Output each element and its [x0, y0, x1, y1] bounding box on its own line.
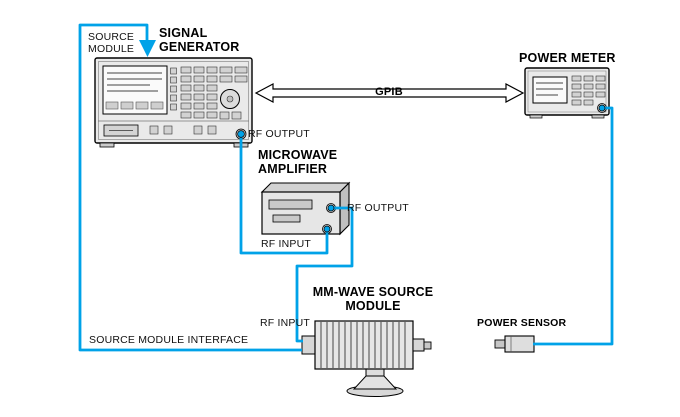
gpib-label: GPIB [375, 86, 403, 98]
siggen-rf-output-label: RF OUTPUT [248, 128, 310, 140]
power-meter-display [532, 76, 568, 104]
power-meter-connector [598, 104, 606, 112]
power-sensor-label: POWER SENSOR [477, 317, 567, 329]
amp-vent-slot-small [272, 214, 301, 223]
gpib-bus-arrow [254, 83, 525, 103]
cable-siggen-rf-to-amp [239, 135, 329, 255]
amp-vent-slot [268, 199, 313, 210]
source-module-label: SOURCE MODULE [88, 31, 135, 56]
signal-generator-label: SIGNAL GENERATOR [159, 26, 240, 55]
signal-generator [94, 57, 253, 148]
module-input-flange [301, 335, 316, 355]
power-meter-keys [571, 75, 606, 106]
cable-arrowhead [139, 40, 156, 57]
module-finned-body [314, 320, 414, 370]
mm-wave-source-module-label: MM-WAVE SOURCE MODULE [312, 285, 434, 314]
power-meter-label: POWER METER [519, 51, 616, 65]
amp-rf-output-label: RF OUTPUT [347, 202, 409, 214]
amp-rf-input-connector [323, 225, 331, 233]
source-module-interface-label: SOURCE MODULE INTERFACE [89, 334, 249, 346]
module-output-port [412, 338, 425, 352]
siggen-rf-output-connector [237, 130, 245, 138]
cable-sensor-to-meter [533, 106, 614, 346]
microwave-amplifier-label: MICROWAVE AMPLIFIER [258, 148, 338, 177]
amp-rf-input-label: RF INPUT [261, 238, 312, 250]
cable-source-module-interface [78, 23, 302, 352]
module-stand [352, 375, 398, 390]
module-rf-input-label: RF INPUT [260, 317, 311, 329]
power-sensor [494, 335, 535, 353]
mm-wave-source-module [301, 320, 432, 397]
cable-amp-to-module [295, 206, 354, 343]
power-meter [524, 67, 610, 119]
siggen-keypad [180, 66, 248, 120]
connector-dots [237, 104, 606, 233]
amp-rf-output-connector [327, 204, 335, 212]
